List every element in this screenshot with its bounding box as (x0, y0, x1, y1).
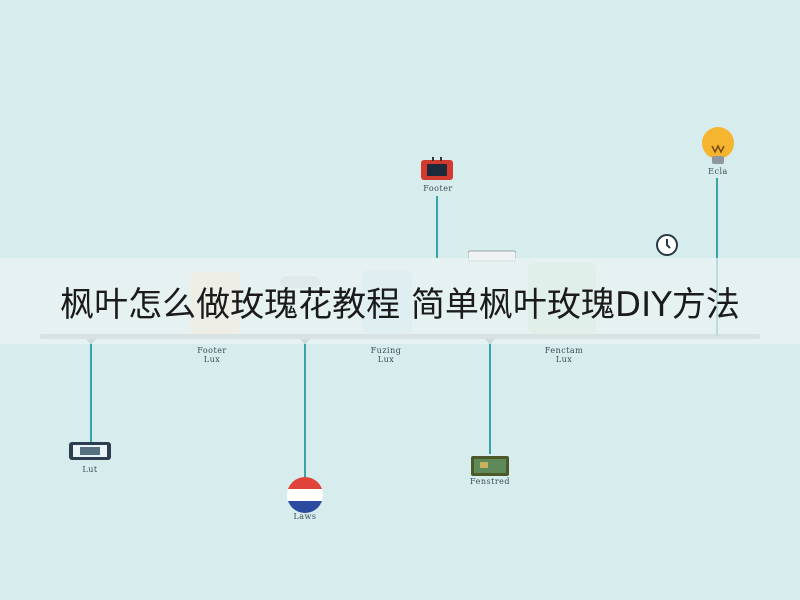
stem-screen (489, 342, 491, 454)
stem-monitor (90, 342, 92, 442)
axis-label-3-line1: Fenctam (544, 346, 584, 355)
monitor-icon (68, 440, 112, 464)
axis-label-1-line1: Footer (197, 346, 227, 355)
tv-label: Footer (423, 184, 453, 193)
axis-label-2-line1: Fuzing (370, 346, 402, 355)
flag-label: Laws (293, 512, 317, 521)
axis-label-1-line2: Lux (203, 355, 221, 364)
axis-label-1: Footer Lux (182, 346, 242, 364)
bulb-label: Ecla (708, 167, 728, 176)
screen-label: Fenstred (470, 477, 510, 486)
monitor-label: Lut (82, 465, 98, 474)
lightbulb-icon (700, 126, 736, 168)
stem-bulb (716, 178, 718, 336)
tv-icon (420, 157, 454, 183)
screen-icon (470, 455, 510, 477)
flag-icon (286, 476, 324, 514)
title-banner: 枫叶怎么做玫瑰花教程 简单枫叶玫瑰DIY方法 (0, 258, 800, 344)
stem-tv (436, 196, 438, 258)
stopwatch-icon (654, 232, 680, 258)
page-title: 枫叶怎么做玫瑰花教程 简单枫叶玫瑰DIY方法 (60, 284, 740, 325)
axis-label-2: Fuzing Lux (356, 346, 416, 364)
stem-flag (304, 342, 306, 478)
axis-label-3: Fenctam Lux (534, 346, 594, 364)
axis-label-3-line2: Lux (555, 355, 573, 364)
axis-label-2-line2: Lux (377, 355, 395, 364)
